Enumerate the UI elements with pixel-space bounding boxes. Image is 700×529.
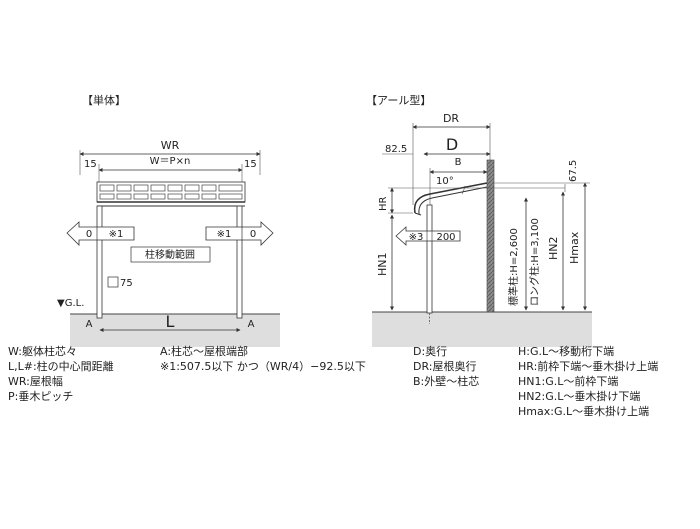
move-arrow-right: ※1 0 — [205, 221, 274, 246]
zero-left: 0 — [86, 229, 92, 240]
post-right — [236, 205, 243, 319]
movable-range-box — [130, 246, 211, 263]
note1-left: ※1 — [109, 229, 124, 240]
a-right-label: A — [248, 319, 255, 330]
legend-item: HN2:G.L～垂木掛け下端 — [518, 390, 641, 403]
legend-item: WR:屋根幅 — [8, 375, 63, 388]
std-post-label: 標準柱:H=2,600 — [507, 228, 520, 306]
hn1-label: HN1 — [376, 253, 389, 277]
d75-label: 75 — [120, 278, 133, 289]
l-label: L — [166, 312, 175, 331]
b-label: B — [455, 157, 462, 168]
long-post-label: ロング柱:H=3,100 — [528, 218, 541, 306]
d675-label: 67.5 — [568, 160, 579, 182]
roof-side — [413, 182, 488, 216]
legend-item: A:柱芯～屋根端部 — [160, 345, 249, 358]
hn2-label: HN2 — [547, 237, 560, 261]
front-view: 【単体】 ▼G.L. WR 15 15 W＝P×n — [57, 93, 280, 347]
d200-label: 200 — [436, 232, 455, 243]
zero-right: 0 — [250, 229, 256, 240]
note1-right: ※1 — [217, 229, 232, 240]
angle-arc — [461, 185, 466, 195]
post-side — [426, 204, 433, 314]
d75-box — [107, 276, 119, 288]
dr-label: DR — [443, 112, 459, 125]
legend-item: DR:屋根奥行 — [413, 360, 477, 373]
hmax-label: Hmax — [568, 231, 581, 264]
legend-item: P:垂木ピッチ — [8, 390, 74, 403]
a-left-label: A — [86, 319, 93, 330]
house-wall — [486, 159, 495, 313]
legend-col-3: D:奥行 DR:屋根奥行 B:外壁～柱芯 — [413, 344, 479, 389]
w-label: W＝P×n — [150, 156, 191, 167]
movable-range-label: 柱移動範囲 — [145, 248, 195, 261]
side-view-title: 【アール型】 — [366, 93, 431, 107]
move-arrow-left: 0 ※1 — [66, 221, 135, 246]
front-view-title: 【単体】 — [82, 93, 126, 107]
side-view: 【アール型】 DR 82.5 D B 10° 67. — [366, 93, 592, 347]
gl-label: ▼G.L. — [57, 298, 84, 309]
legend-item: Hmax:G.L～垂木掛け上端 — [518, 405, 650, 418]
legend-item: HR:前枠下端～垂木掛け上端 — [518, 360, 659, 373]
ground-fill-right — [372, 312, 592, 347]
legend-item: L,L#:柱の中心間距離 — [8, 360, 114, 373]
side-15-right: 15 — [244, 159, 257, 170]
move-arrow-side: ※3 200 — [395, 226, 461, 246]
angle-label: 10° — [436, 176, 454, 187]
roof-front — [96, 181, 246, 207]
hr-label: HR — [378, 196, 389, 211]
legend-col-1: W:躯体柱芯々 L,L#:柱の中心間距離 WR:屋根幅 P:垂木ピッチ — [8, 344, 114, 404]
legend-item: B:外壁～柱芯 — [413, 375, 480, 388]
wr-label: WR — [161, 139, 180, 152]
legend-item: HN1:G.L～前枠下端 — [518, 375, 619, 388]
legend-col-2: A:柱芯～屋根端部 ※1:507.5以下 かつ（WR/4）−92.5以下 — [160, 344, 366, 374]
legend-item: H:G.L～移動桁下端 — [518, 345, 615, 358]
post-left — [96, 205, 103, 319]
d825-label: 82.5 — [385, 144, 407, 155]
legend-col-4: H:G.L～移動桁下端 HR:前枠下端～垂木掛け上端 HN1:G.L～前枠下端 … — [518, 344, 658, 419]
legend-item: W:躯体柱芯々 — [8, 345, 77, 358]
note3-label: ※3 — [409, 232, 424, 243]
d-label: D — [446, 135, 458, 154]
legend-item: ※1:507.5以下 かつ（WR/4）−92.5以下 — [160, 360, 366, 373]
side-15-left: 15 — [84, 159, 97, 170]
legend-item: D:奥行 — [413, 345, 448, 358]
